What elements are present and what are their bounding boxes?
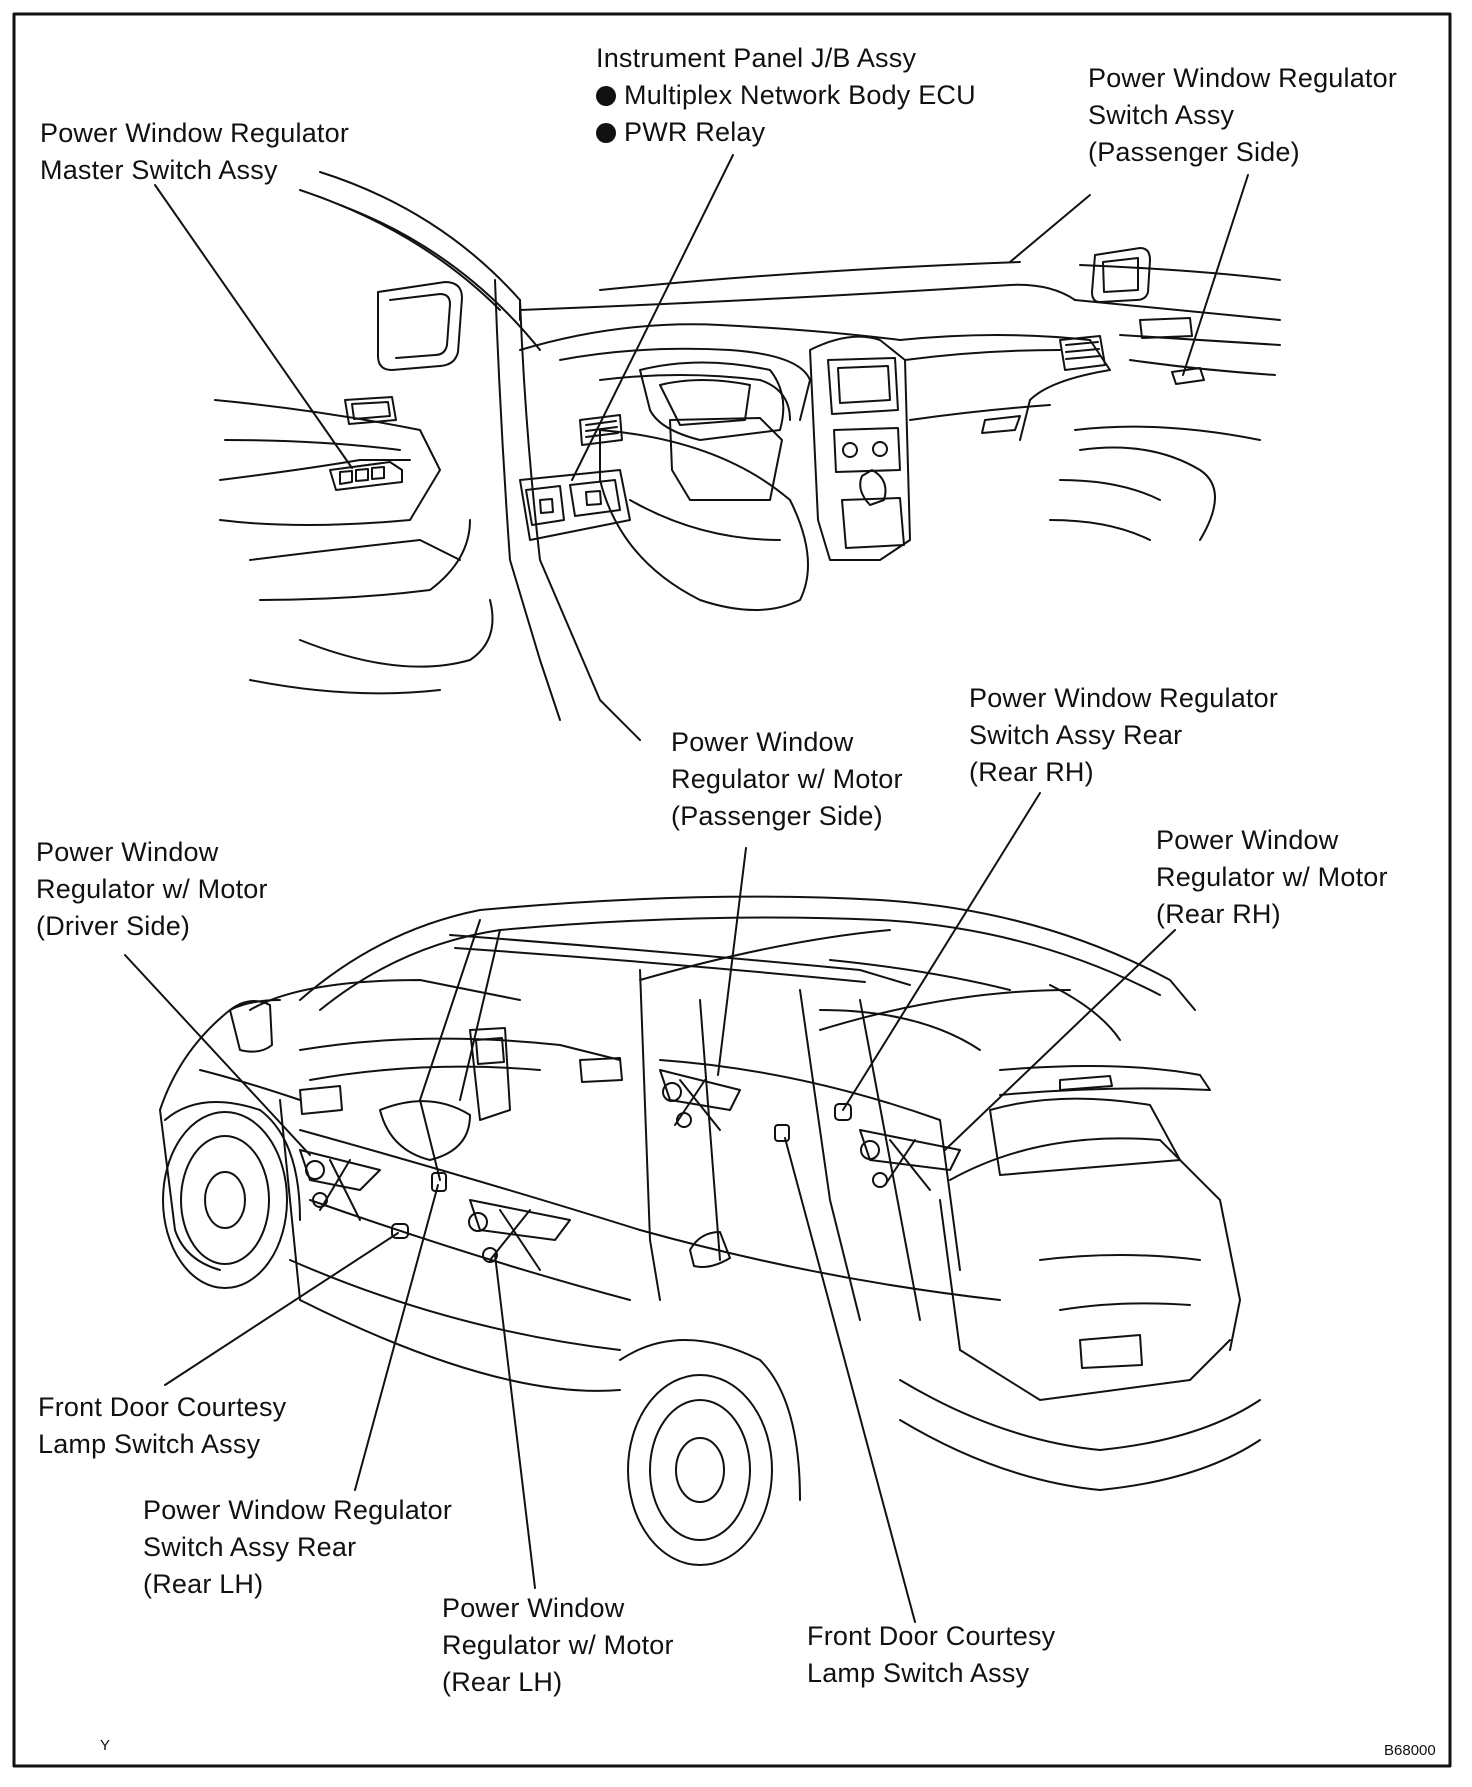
figure-code: B68000 — [1384, 1742, 1436, 1759]
label-line: Regulator w/ Motor — [442, 1630, 674, 1660]
jb-item-relay-text: PWR Relay — [624, 117, 766, 147]
vehicle-body-side — [279, 1099, 621, 1392]
label-front-courtesy-right: Front Door Courtesy Lamp Switch Assy — [807, 1618, 1055, 1692]
label-line: (Rear LH) — [442, 1667, 563, 1697]
label-line: Power Window — [442, 1593, 625, 1623]
label-passenger-switch: Power Window Regulator Switch Assy (Pass… — [1088, 60, 1397, 171]
label-line: (Rear RH) — [1156, 899, 1281, 929]
label-line: Master Switch Assy — [40, 155, 278, 185]
label-driver-motor: Power Window Regulator w/ Motor (Driver … — [36, 834, 268, 945]
bullet-icon — [596, 86, 616, 106]
figure-frame — [12, 12, 1452, 1768]
label-rear-rh-motor: Power Window Regulator w/ Motor (Rear RH… — [1156, 822, 1388, 933]
regulator-driver — [299, 1149, 381, 1221]
vehicle-center-stack — [469, 1027, 511, 1121]
label-line: Power Window Regulator — [1088, 63, 1398, 93]
regulator-passenger — [659, 1069, 741, 1131]
label-line: Regulator w/ Motor — [1156, 862, 1388, 892]
jb-assy-body — [519, 469, 631, 541]
switch-rear-rh-body — [834, 1103, 852, 1121]
vehicle-front — [159, 999, 281, 1111]
driver-door-panel — [214, 399, 441, 526]
instrument-binnacle — [639, 361, 785, 441]
label-rear-lh-switch: Power Window Regulator Switch Assy Rear … — [143, 1492, 452, 1603]
footer-left-mark: Y — [100, 1737, 111, 1754]
jb-item-ecu-text: Multiplex Network Body ECU — [624, 80, 976, 110]
interior-view-drawing — [214, 171, 1281, 741]
label-rear-lh-motor: Power Window Regulator w/ Motor (Rear LH… — [442, 1590, 674, 1701]
label-line: Switch Assy Rear — [969, 720, 1183, 750]
label-line: Regulator w/ Motor — [671, 764, 903, 794]
right-mirror — [1091, 247, 1151, 303]
label-line: Switch Assy Rear — [143, 1532, 357, 1562]
vehicle-roof — [299, 895, 1196, 1011]
label-line: (Driver Side) — [36, 911, 191, 941]
rear-hatch — [949, 1137, 1241, 1351]
label-front-courtesy-left: Front Door Courtesy Lamp Switch Assy — [38, 1389, 286, 1463]
label-line: Power Window Regulator — [40, 118, 350, 148]
steering-wheel — [599, 429, 809, 611]
dashboard — [519, 323, 1111, 441]
vehicle-view-drawing — [159, 895, 1261, 1566]
jb-item-ecu: Multiplex Network Body ECU — [596, 77, 976, 114]
label-line: (Passenger Side) — [671, 801, 883, 831]
label-line: Front Door Courtesy — [38, 1392, 287, 1422]
jb-item-relay: PWR Relay — [596, 114, 976, 151]
jb-title: Instrument Panel J/B Assy — [596, 43, 917, 73]
front-wheel — [162, 1111, 288, 1289]
label-master-switch: Power Window Regulator Master Switch Ass… — [40, 115, 349, 189]
master-switch-body — [329, 461, 403, 491]
label-line: Lamp Switch Assy — [807, 1658, 1030, 1688]
label-line: Regulator w/ Motor — [36, 874, 268, 904]
label-line: Lamp Switch Assy — [38, 1429, 261, 1459]
label-line: Front Door Courtesy — [807, 1621, 1056, 1651]
label-line: Power Window Regulator — [969, 683, 1279, 713]
label-line: (Rear RH) — [969, 757, 1094, 787]
switch-rear-lh-body — [431, 1172, 447, 1192]
passenger-switch-body — [1171, 367, 1205, 385]
label-line: Switch Assy — [1088, 100, 1235, 130]
left-mirror — [377, 281, 463, 371]
rear-wheel — [627, 1374, 773, 1566]
center-stack — [809, 335, 911, 561]
driver-door-handle — [344, 396, 397, 425]
label-line: Power Window Regulator — [143, 1495, 453, 1525]
label-line: (Passenger Side) — [1088, 137, 1300, 167]
regulator-rear-lh — [468, 1199, 571, 1271]
label-line: Power Window — [1156, 825, 1339, 855]
courtesy-right-body — [774, 1124, 790, 1142]
label-passenger-motor: Power Window Regulator w/ Motor (Passeng… — [671, 724, 903, 835]
label-line: Power Window — [36, 837, 219, 867]
courtesy-left-body — [391, 1223, 409, 1239]
leader-lines — [124, 154, 1249, 1623]
bullet-icon — [596, 123, 616, 143]
label-line: Power Window — [671, 727, 854, 757]
label-line: (Rear LH) — [143, 1569, 264, 1599]
regulator-rear-rh — [859, 1129, 961, 1191]
label-rear-rh-switch: Power Window Regulator Switch Assy Rear … — [969, 680, 1278, 791]
label-jb-assy: Instrument Panel J/B Assy Multiplex Netw… — [596, 40, 976, 151]
